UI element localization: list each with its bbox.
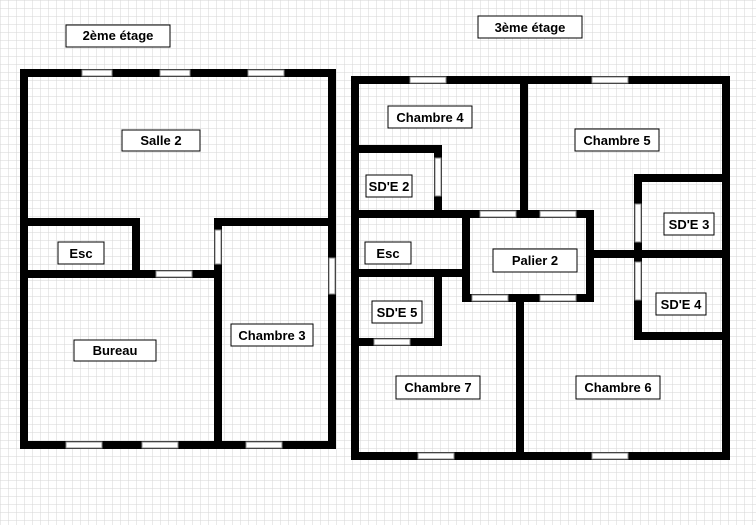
room-sde-3: SD'E 3 xyxy=(663,212,715,236)
room-chambre-4-label: Chambre 4 xyxy=(396,110,464,125)
room-chambre-6-label: Chambre 6 xyxy=(584,380,651,395)
room-chambre-5-label: Chambre 5 xyxy=(583,133,650,148)
room-chambre-7-label: Chambre 7 xyxy=(404,380,471,395)
room-esc-3: Esc xyxy=(364,241,412,265)
room-esc-2: Esc xyxy=(57,241,105,265)
room-palier-2: Palier 2 xyxy=(492,248,578,273)
floor-3-title-text: 3ème étage xyxy=(495,20,566,35)
room-chambre-6: Chambre 6 xyxy=(575,375,661,400)
room-bureau-label: Bureau xyxy=(93,343,138,358)
room-esc-2-label: Esc xyxy=(69,246,92,261)
room-sde-5-label: SD'E 5 xyxy=(377,305,418,320)
floor-3-windows xyxy=(409,76,629,460)
floor-3-title: 3ème étage xyxy=(477,15,583,39)
room-bureau: Bureau xyxy=(73,339,157,362)
room-salle-2: Salle 2 xyxy=(121,129,201,152)
floor-2-doors xyxy=(155,229,222,278)
room-chambre-3: Chambre 3 xyxy=(230,323,314,347)
room-chambre-5: Chambre 5 xyxy=(574,128,660,152)
floor-3-doors xyxy=(373,157,642,346)
room-sde-4-label: SD'E 4 xyxy=(661,297,702,312)
room-sde-3-label: SD'E 3 xyxy=(669,217,710,232)
floor-2-plan xyxy=(20,69,336,449)
room-esc-3-label: Esc xyxy=(376,246,399,261)
room-palier-2-label: Palier 2 xyxy=(512,253,558,268)
room-sde-2-label: SD'E 2 xyxy=(369,179,410,194)
floor-3-walls xyxy=(351,76,730,460)
floor-3-plan xyxy=(351,76,730,460)
floor-2-title-text: 2ème étage xyxy=(83,28,154,43)
room-chambre-7: Chambre 7 xyxy=(395,375,481,400)
floor-2-title: 2ème étage xyxy=(65,24,171,48)
room-sde-2: SD'E 2 xyxy=(365,174,413,198)
room-sde-4: SD'E 4 xyxy=(655,292,707,316)
floor-2-windows xyxy=(65,69,336,449)
room-chambre-4: Chambre 4 xyxy=(387,105,473,129)
room-chambre-3-label: Chambre 3 xyxy=(238,328,305,343)
room-salle-2-label: Salle 2 xyxy=(140,133,181,148)
room-sde-5: SD'E 5 xyxy=(371,300,423,324)
